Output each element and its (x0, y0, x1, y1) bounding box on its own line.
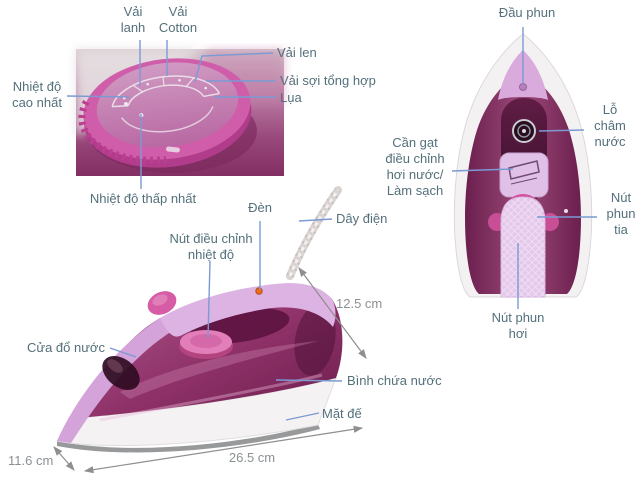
label-line: nước (594, 134, 626, 149)
dimension-value: 26.5 cm (228, 450, 276, 465)
label-line: Nhiệt độ thấp nhất (89, 191, 197, 206)
label-line: Nút điều chỉnh (169, 231, 253, 246)
dimension-arrow-height (298, 267, 367, 359)
dimension-value: 12.5 cm (336, 296, 383, 311)
leader-vai-len (194, 52, 274, 83)
label-line: điều chỉnh (385, 151, 445, 166)
label-line: Vải sợi tổng hợp (280, 73, 376, 88)
label-dau-phun: Đầu phun (499, 5, 555, 21)
dimension-arrow-length (83, 425, 364, 474)
label-nhiet-do-thap-nhat: Nhiệt độ thấp nhất (90, 191, 196, 207)
label-cua-do-nuoc: Cửa đổ nước (27, 340, 105, 356)
label-line: hơi (508, 326, 528, 341)
label-line: Cần gạt (392, 135, 438, 150)
dimension-value: 11.6 cm (8, 453, 54, 468)
handle[interactable] (160, 283, 336, 337)
dimension-height: 12.5 cm (336, 296, 382, 312)
leader-binh-chua-nuoc (275, 379, 343, 382)
label-line: tia (614, 222, 628, 237)
iron-side-view (56, 186, 343, 453)
label-nut-phun-hoi: Nút phun hơi (492, 310, 545, 342)
label-line: Nút phun (491, 310, 545, 325)
label-lua: Lụa (280, 90, 302, 106)
label-line: Dây điện (336, 211, 388, 226)
label-nhiet-do-cao-nhat: Nhiệt độ cao nhất (12, 79, 62, 111)
label-vai-len: Vải len (277, 45, 317, 61)
steam-handle[interactable] (500, 196, 546, 298)
label-line: Cotton (158, 20, 198, 35)
dimension-width: 11.6 cm (8, 453, 53, 469)
leader-day-dien (298, 218, 333, 222)
label-nut-phun-tia: Nút phun tia (607, 190, 636, 238)
label-line: Vải len (277, 45, 317, 60)
label-line: Vải (168, 4, 188, 19)
temperature-dial (78, 58, 252, 168)
label-vai-cotton: Vải Cotton (159, 4, 197, 36)
label-line: Nhiệt độ (12, 79, 62, 94)
label-line: nhiệt độ (187, 247, 235, 262)
label-line: Làm sạch (386, 183, 444, 198)
label-den: Đèn (248, 200, 272, 216)
label-line: Cửa đổ nước (27, 340, 105, 355)
label-line: cao nhất (12, 95, 62, 110)
spray-nozzle (519, 83, 527, 91)
label-line: Đầu phun (498, 5, 556, 20)
label-line: châm (594, 118, 626, 133)
temperature-knob[interactable] (179, 330, 233, 359)
steam-lever[interactable] (499, 152, 549, 198)
label-line: Mặt đế (322, 406, 362, 421)
label-line: hơi nước/ (386, 167, 444, 182)
leader-lo-cham-nuoc (538, 129, 585, 132)
leader-nut-dieu-chinh-nhiet-do (207, 260, 211, 339)
indicator-light (255, 287, 263, 295)
label-nut-dieu-chinh-nhiet-do: Nút điều chỉnh nhiệt độ (169, 231, 252, 263)
water-door[interactable] (96, 349, 146, 397)
label-line: Đèn (248, 200, 272, 215)
label-line: Lụa (280, 90, 302, 105)
label-line: phun (606, 206, 636, 221)
leader-mat-de (285, 412, 320, 421)
power-cord (286, 186, 342, 280)
leader-can-gat (451, 168, 514, 172)
label-lo-cham-nuoc: Lỗ châm nước (594, 102, 626, 150)
label-line: lanh (120, 20, 146, 35)
dimension-length: 26.5 cm (229, 450, 275, 466)
label-line: Vải (123, 4, 143, 19)
label-line: Lỗ (602, 102, 618, 117)
label-day-dien: Dây điện (336, 211, 387, 227)
leader-nhiet-do-cao-nhat (66, 95, 131, 98)
label-line: Bình chứa nước (347, 373, 442, 388)
label-binh-chua-nuoc: Bình chứa nước (347, 373, 442, 389)
label-vai-lanh: Vải lanh (121, 4, 146, 36)
temperature-dial-photo (76, 49, 284, 176)
water-fill-cap[interactable] (512, 119, 536, 143)
label-vai-soi-tong-hop: Vải sợi tổng hợp (280, 73, 376, 89)
leader-cua-do-nuoc (109, 347, 137, 358)
label-can-gat: Cần gạt điều chỉnh hơi nước/ Làm sạch (385, 135, 444, 199)
dimension-arrow-width (53, 446, 75, 471)
label-line: Nút (610, 190, 632, 205)
label-mat-de: Mặt đế (322, 406, 362, 422)
front-spray-knob[interactable] (144, 287, 180, 320)
